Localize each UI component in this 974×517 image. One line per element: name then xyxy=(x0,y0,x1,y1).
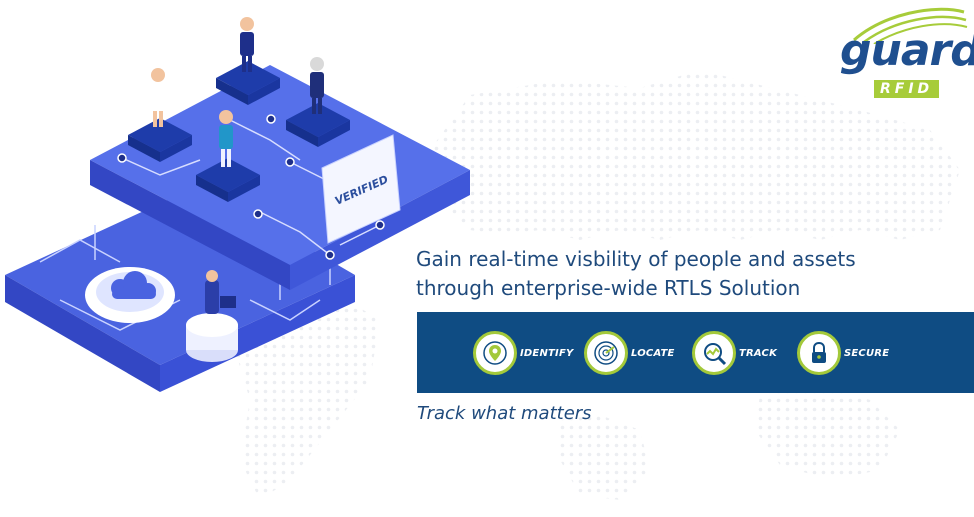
nurse-figure xyxy=(151,68,165,127)
location-pin-icon xyxy=(473,331,517,375)
logo-wordmark: guard xyxy=(840,25,974,76)
circuit-nodes xyxy=(117,114,385,260)
logo-swoosh-icon xyxy=(853,7,968,44)
pedestal-2 xyxy=(216,61,280,105)
feature-locate: LOCATE xyxy=(584,330,675,376)
headline-line-2: through enterprise-wide RTLS Solution xyxy=(416,276,801,300)
lower-platform-side-right xyxy=(160,275,355,392)
feature-secure: SECURE xyxy=(797,330,889,376)
pedestal-3 xyxy=(286,103,350,147)
verified-card: VERIFIED xyxy=(321,134,401,244)
lower-platform-side-left xyxy=(5,275,160,392)
feature-label-locate: LOCATE xyxy=(631,347,675,359)
tagline: Track what matters xyxy=(417,403,592,424)
padlock-icon xyxy=(797,331,841,375)
upper-platform-side-right xyxy=(290,170,470,290)
headline: Gain real-time visbility of people and a… xyxy=(416,245,966,303)
pedestal-1 xyxy=(128,118,192,162)
logo-subtext: RFID xyxy=(874,80,940,98)
guard-rfid-logo: guard RFID xyxy=(834,4,974,104)
businessman-figure xyxy=(240,17,254,72)
magnifier-chart-icon xyxy=(692,331,736,375)
feature-band: IDENTIFY LOCATE TRACK xyxy=(417,312,974,393)
feature-label-track: TRACK xyxy=(739,347,778,359)
feature-label-secure: SECURE xyxy=(844,347,890,359)
feature-identify: IDENTIFY xyxy=(473,330,573,376)
pedestal-4 xyxy=(196,158,260,202)
feature-track: TRACK xyxy=(692,330,777,376)
tech-figure xyxy=(219,110,233,167)
cloud-icon xyxy=(111,271,156,299)
feature-label-identify: IDENTIFY xyxy=(520,347,574,359)
headline-line-1: Gain real-time visbility of people and a… xyxy=(416,247,856,271)
operator-desk xyxy=(186,270,238,362)
worker-figure xyxy=(310,57,324,114)
upper-platform-side-left xyxy=(90,160,290,290)
rtls-platform-illustration: VERIFIED xyxy=(5,17,470,392)
radar-icon xyxy=(584,331,628,375)
